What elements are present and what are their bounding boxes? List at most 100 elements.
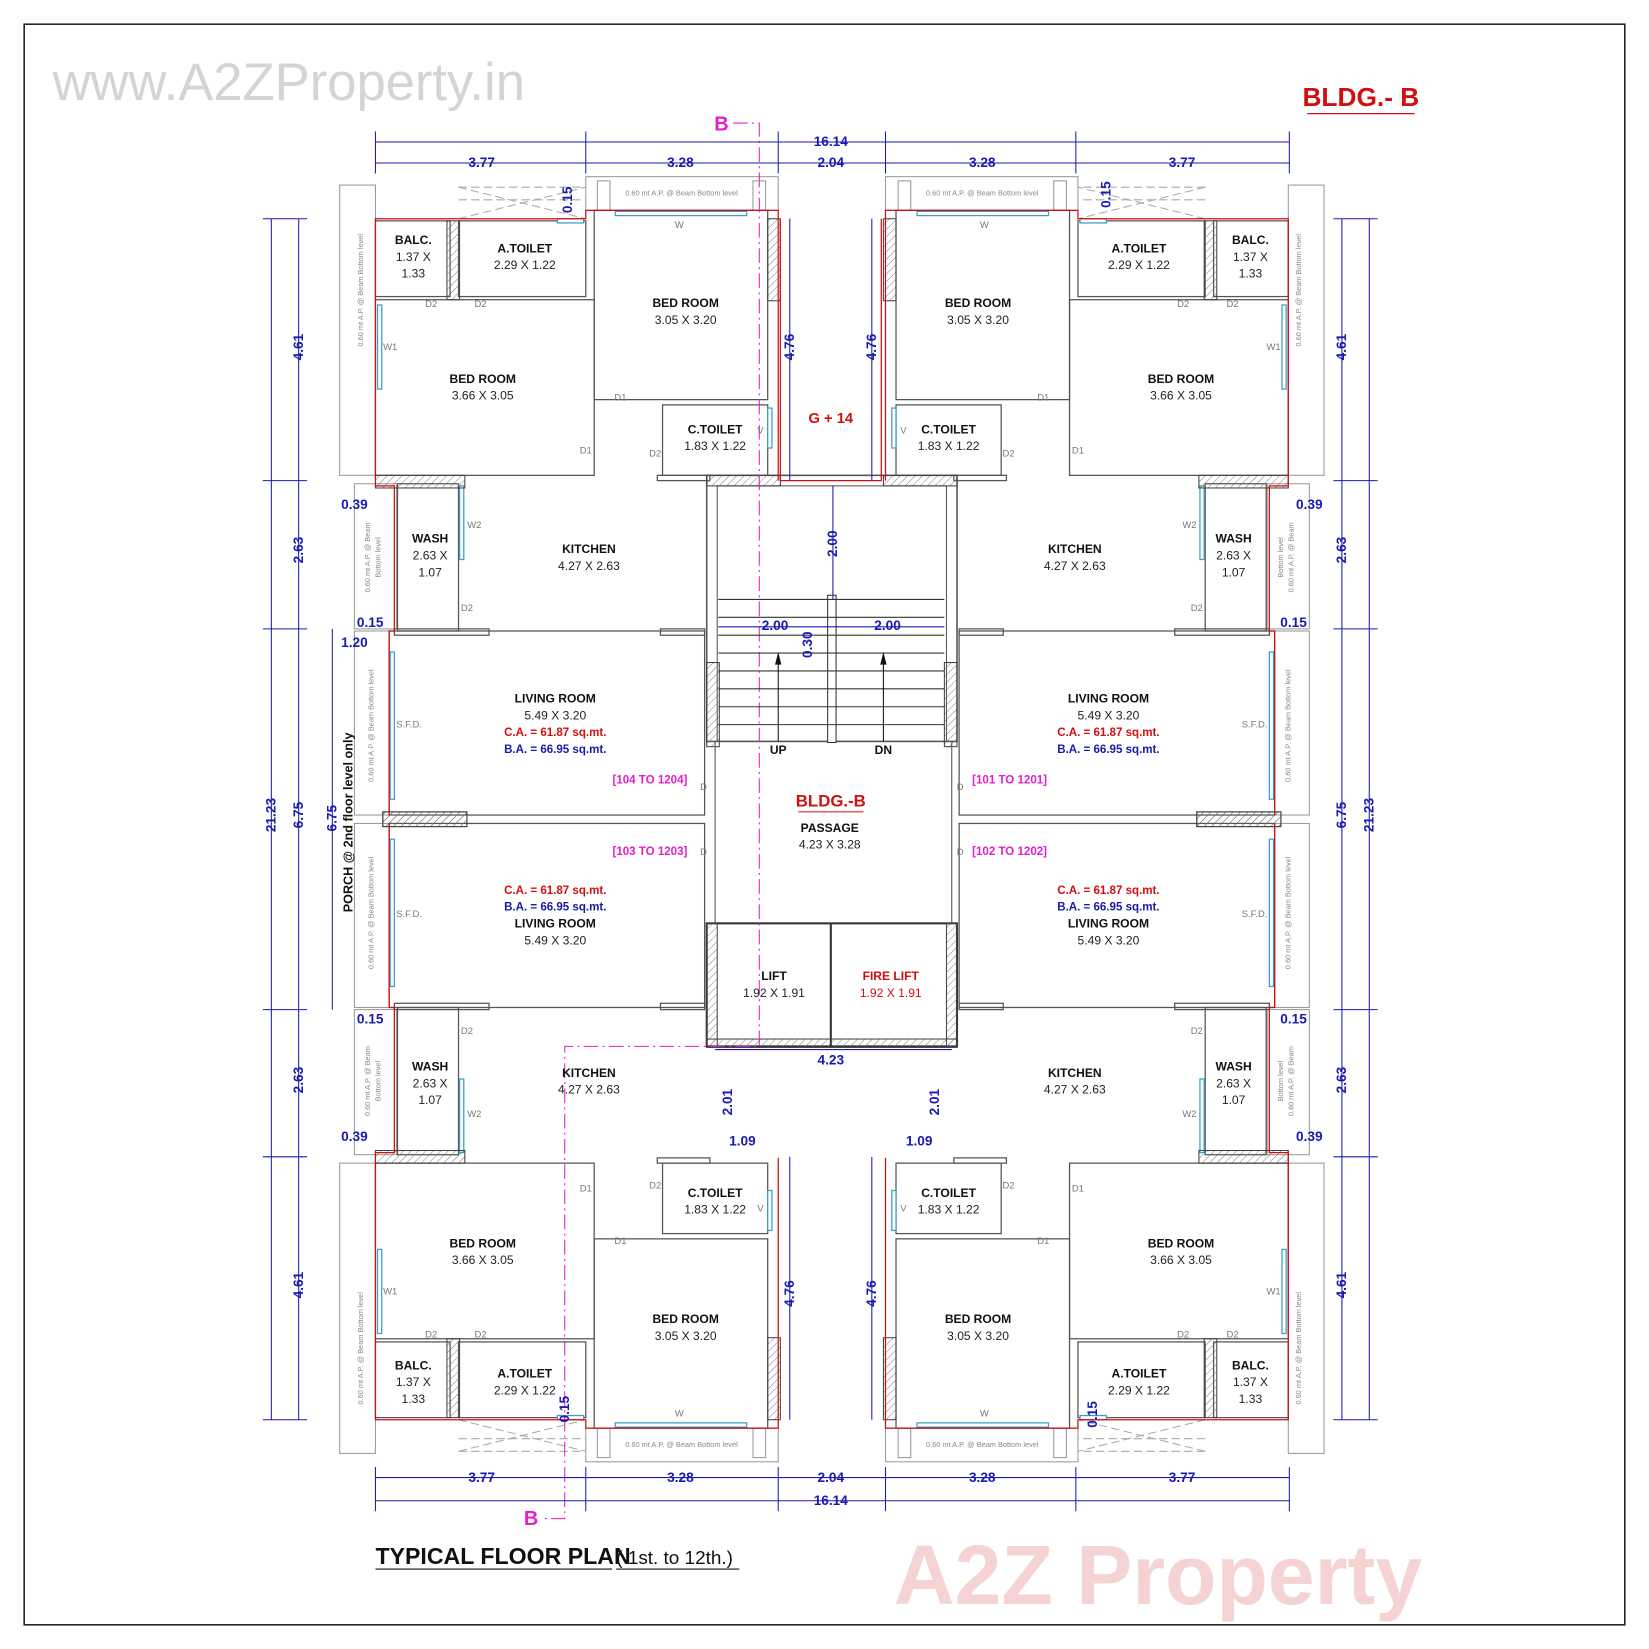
core-building-label: BLDG.-B — [796, 792, 866, 811]
dimension-label: 0.15 — [1099, 181, 1114, 208]
wash-label: 1.07 — [1222, 1093, 1246, 1107]
attached-toilet-label: A.TOILET — [497, 241, 552, 255]
balcony-dashed-line — [1077, 1419, 1206, 1452]
opening-tag: D — [957, 782, 964, 793]
opening-tag: D2 — [461, 603, 473, 614]
common-toilet-label: C.TOILET — [921, 1186, 976, 1200]
dimension-label: 3.28 — [667, 1470, 694, 1485]
room-wall — [374, 299, 595, 476]
kitchen-label: KITCHEN — [1048, 542, 1102, 556]
balcony-dashed-line — [1077, 186, 1206, 220]
opening-tag: V — [757, 425, 764, 436]
common-toilet-label: 1.83 X 1.22 — [684, 439, 746, 453]
lift-size: 1.92 X 1.91 — [743, 986, 805, 1000]
dimension-label: 2.63 — [291, 536, 306, 563]
window — [458, 1078, 465, 1154]
passage-size: 4.23 X 3.28 — [799, 838, 861, 852]
room-wall — [374, 1162, 595, 1340]
bedroom-small-label: 3.05 X 3.20 — [655, 313, 717, 327]
opening-tag: D2 — [1226, 1330, 1238, 1341]
opening-tag: D2 — [1177, 1330, 1189, 1341]
bedroom-small-label: BED ROOM — [945, 296, 1011, 310]
balcony-label: BALC. — [1232, 1358, 1269, 1372]
dimension-label: 2.00 — [825, 530, 840, 557]
opening-tag: D1 — [1037, 1236, 1049, 1247]
dimension-label: 21.23 — [1361, 798, 1376, 833]
opening-tag: D2 — [649, 1180, 661, 1191]
living-room-label: C.A. = 61.87 sq.mt. — [504, 727, 606, 739]
ap-note: Bottom level — [1276, 1060, 1285, 1101]
dimension-label: 2.00 — [874, 618, 901, 633]
ap-note: 0.60 mt A.P. @ Beam Bottom level — [926, 1440, 1039, 1449]
opening-tag: S.F.D. — [1242, 909, 1268, 920]
wash-label: 2.63 X — [1216, 1076, 1251, 1090]
room-wall — [656, 1157, 711, 1164]
ap-note: Bottom level — [1276, 537, 1285, 578]
opening-tag: V — [900, 425, 907, 436]
dimension-label: 3.77 — [468, 1470, 495, 1485]
opening-tag: D2 — [1002, 448, 1014, 459]
opening-tag: V — [900, 1204, 907, 1215]
dimension-label: 4.76 — [864, 1280, 879, 1307]
kitchen-label: KITCHEN — [1048, 1066, 1102, 1080]
dimension-label: 4.23 — [818, 1052, 845, 1067]
dimension-label: 1.09 — [906, 1133, 933, 1148]
living-room-label: B.A. = 66.95 sq.mt. — [504, 902, 606, 914]
porch-note: PORCH @ 2nd floor level only — [341, 733, 355, 913]
opening-tag: D1 — [580, 445, 592, 456]
bedroom-small-label: BED ROOM — [652, 1312, 718, 1326]
opening-tag: D2 — [475, 1330, 487, 1341]
living-room-label: LIVING ROOM — [1068, 917, 1149, 931]
dimension-label: 3.77 — [1169, 1470, 1196, 1485]
dimension-label: 2.04 — [818, 1470, 845, 1485]
kitchen-label: 4.27 X 2.63 — [1044, 559, 1106, 573]
dimension-label: 0.39 — [1296, 1129, 1323, 1144]
column-hatch — [706, 474, 781, 487]
ap-note: Bottom level — [374, 537, 383, 578]
bedroom-large-label: BED ROOM — [449, 372, 515, 386]
opening-tag: S.F.D. — [396, 909, 422, 920]
common-toilet-label: 1.83 X 1.22 — [684, 1203, 746, 1217]
window — [389, 651, 396, 800]
wash-label: 2.63 X — [413, 1076, 448, 1090]
plan-subtitle: ( 1st. to 12th.) — [616, 1548, 733, 1569]
flat-range-label: [103 TO 1203] — [612, 846, 687, 858]
balcony-projection — [752, 1427, 767, 1459]
window — [916, 1422, 1050, 1428]
opening-tag: D2 — [461, 1026, 473, 1037]
opening-tag: W1 — [1266, 342, 1280, 353]
attached-toilet-label: A.TOILET — [497, 1367, 552, 1381]
opening-tag: D2 — [1191, 603, 1203, 614]
column-hatch — [1203, 220, 1218, 301]
balcony-label: 1.37 X — [1233, 1375, 1268, 1389]
dimension-label: 4.76 — [864, 333, 879, 360]
room-wall — [659, 1002, 706, 1011]
opening-tag: W2 — [467, 520, 481, 531]
dimension-label: 4.76 — [782, 333, 797, 360]
watermark-url: www.A2ZProperty.in — [52, 53, 525, 112]
window — [891, 1189, 897, 1232]
dimension-label: 0.15 — [1085, 1401, 1100, 1428]
window — [614, 210, 748, 217]
column-hatch — [446, 1338, 461, 1419]
section-line — [541, 122, 760, 1520]
room-wall — [388, 630, 706, 816]
ap-note: 0.60 mt A.P. @ Beam Bottom level — [1294, 234, 1303, 347]
bedroom-small-label: 3.05 X 3.20 — [947, 1329, 1009, 1343]
column-hatch — [706, 662, 720, 748]
wash-label: 1.07 — [1222, 565, 1246, 579]
opening-tag: W1 — [383, 1287, 397, 1298]
fire-lift-name: FIRE LIFT — [863, 969, 920, 983]
room-wall — [953, 474, 1008, 482]
dimension-label: 2.63 — [291, 1066, 306, 1093]
column-hatch — [1203, 1338, 1218, 1419]
bedroom-large-label: 3.66 X 3.05 — [1150, 389, 1212, 403]
room-wall — [953, 1157, 1008, 1164]
opening-tag: D2 — [1226, 299, 1238, 310]
wash-label: WASH — [412, 532, 448, 546]
living-room-label: LIVING ROOM — [1068, 692, 1149, 706]
walls-layer — [262, 122, 1378, 1520]
ap-note: 0.60 mt A.P. @ Beam — [363, 1046, 372, 1116]
opening-tag: D1 — [614, 1236, 626, 1247]
